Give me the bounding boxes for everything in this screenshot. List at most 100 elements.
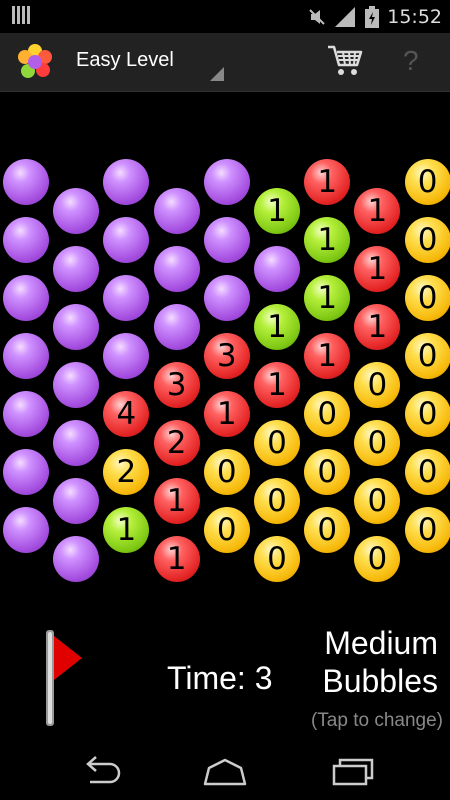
bubble-number[interactable]: 3: [153, 362, 200, 408]
bubble-number[interactable]: 0: [254, 536, 300, 582]
bubble-number[interactable]: 0: [404, 217, 450, 263]
bubble-number[interactable]: 1: [103, 507, 150, 553]
status-icons: 15:52: [307, 4, 442, 30]
bubble-covered[interactable]: [153, 304, 200, 350]
bubble-number[interactable]: 1: [354, 188, 401, 234]
bubble-number[interactable]: 0: [354, 420, 401, 466]
level-title[interactable]: Easy Level: [76, 49, 174, 71]
bubble-number-label: 0: [417, 279, 438, 316]
bubble-covered[interactable]: [203, 217, 250, 263]
recent-apps-icon[interactable]: [328, 754, 376, 788]
bubble-number[interactable]: 3: [203, 333, 250, 379]
bubble-number[interactable]: 0: [354, 536, 401, 582]
bubble-number[interactable]: 1: [354, 246, 401, 292]
timer-label: Time: 3: [167, 660, 273, 696]
bubble-number[interactable]: 2: [153, 420, 200, 466]
bubble-number-label: 1: [267, 366, 287, 403]
bubble-mode-label[interactable]: Medium Bubbles: [322, 624, 438, 700]
bubble-covered[interactable]: [53, 536, 100, 582]
bubble-covered[interactable]: [103, 159, 150, 205]
bubble-number-label: 4: [116, 395, 137, 432]
bubble-number[interactable]: 2: [103, 449, 150, 495]
bubble-covered[interactable]: [3, 333, 49, 379]
status-bar: 15:52: [0, 0, 450, 33]
bubble-covered[interactable]: [153, 246, 200, 292]
mode-line-2: Bubbles: [322, 663, 438, 699]
bubble-number-label: 0: [267, 482, 287, 519]
bubble-number[interactable]: 0: [404, 391, 450, 437]
bubble-number[interactable]: 0: [203, 507, 250, 553]
bubble-covered[interactable]: [53, 478, 100, 524]
flower-app-icon[interactable]: [16, 43, 54, 81]
bubble-number[interactable]: 1: [254, 188, 300, 234]
bubble-covered[interactable]: [3, 449, 49, 495]
bubble-number[interactable]: 0: [354, 478, 401, 524]
bubble-number[interactable]: 0: [404, 507, 450, 553]
bubble-covered[interactable]: [3, 217, 49, 263]
tap-to-change-hint[interactable]: (Tap to change): [310, 710, 443, 731]
bubble-number[interactable]: 1: [254, 304, 300, 350]
bubble-covered[interactable]: [3, 507, 49, 553]
bubble-covered[interactable]: [103, 275, 150, 321]
bubble-number-label: 1: [166, 540, 187, 577]
bubble-number[interactable]: 0: [304, 449, 351, 495]
bubble-number-label: 0: [317, 395, 338, 432]
bubble-covered[interactable]: [103, 333, 150, 379]
bubble-number[interactable]: 1: [304, 275, 351, 321]
cart-icon[interactable]: [327, 43, 363, 79]
bubble-number-label: 0: [216, 453, 237, 490]
bubble-number[interactable]: 1: [304, 217, 351, 263]
bubble-number-label: 1: [267, 192, 287, 229]
back-icon[interactable]: [76, 754, 124, 788]
home-icon[interactable]: [201, 754, 249, 788]
help-icon[interactable]: ?: [403, 45, 419, 76]
bubble-number[interactable]: 0: [254, 420, 300, 466]
bubble-covered[interactable]: [3, 391, 49, 437]
bubble-number[interactable]: 0: [404, 159, 450, 205]
bubble-covered[interactable]: [254, 246, 300, 292]
bubble-covered[interactable]: [103, 217, 150, 263]
spinner-arrow-icon[interactable]: [210, 67, 224, 81]
bubble-number-label: 1: [367, 308, 388, 345]
bubble-number[interactable]: 0: [404, 275, 450, 321]
bubble-number-label: 0: [367, 540, 388, 577]
bubble-number[interactable]: 1: [354, 304, 401, 350]
bubble-covered[interactable]: [53, 362, 100, 408]
bubble-number-label: 0: [417, 337, 438, 374]
signal-icon: [335, 7, 356, 27]
bubble-number-label: 1: [216, 395, 237, 432]
bubble-number[interactable]: 1: [203, 391, 250, 437]
bubble-number-label: 0: [417, 221, 438, 258]
bubble-number[interactable]: 0: [354, 362, 401, 408]
bubble-covered[interactable]: [3, 159, 49, 205]
bubble-covered[interactable]: [203, 275, 250, 321]
flag-icon[interactable]: [44, 628, 84, 728]
bubble-number[interactable]: 0: [404, 449, 450, 495]
bubble-number[interactable]: 0: [304, 507, 351, 553]
bubble-number-label: 0: [367, 424, 388, 461]
bubble-number-label: 1: [367, 192, 388, 229]
bubble-number-label: 0: [417, 511, 438, 548]
bubble-covered[interactable]: [203, 159, 250, 205]
bubble-number[interactable]: 1: [153, 478, 200, 524]
bubble-covered[interactable]: [53, 420, 100, 466]
bubble-number[interactable]: 1: [254, 362, 300, 408]
barcode-icon: [12, 6, 30, 26]
bubble-number-label: 0: [317, 453, 338, 490]
bubble-number[interactable]: 1: [304, 333, 351, 379]
bubble-number[interactable]: 4: [103, 391, 150, 437]
bubble-covered[interactable]: [153, 188, 200, 234]
bubble-covered[interactable]: [3, 275, 49, 321]
bubble-number[interactable]: 1: [153, 536, 200, 582]
battery-icon: [365, 6, 380, 28]
bubble-covered[interactable]: [53, 304, 100, 350]
bubble-number[interactable]: 1: [304, 159, 351, 205]
bubble-number-label: 0: [417, 163, 438, 200]
bubble-covered[interactable]: [53, 246, 100, 292]
bubble-number[interactable]: 0: [203, 449, 250, 495]
bubble-covered[interactable]: [53, 188, 100, 234]
bubble-number[interactable]: 0: [404, 333, 450, 379]
bubble-number[interactable]: 0: [254, 478, 300, 524]
bubble-number[interactable]: 0: [304, 391, 351, 437]
